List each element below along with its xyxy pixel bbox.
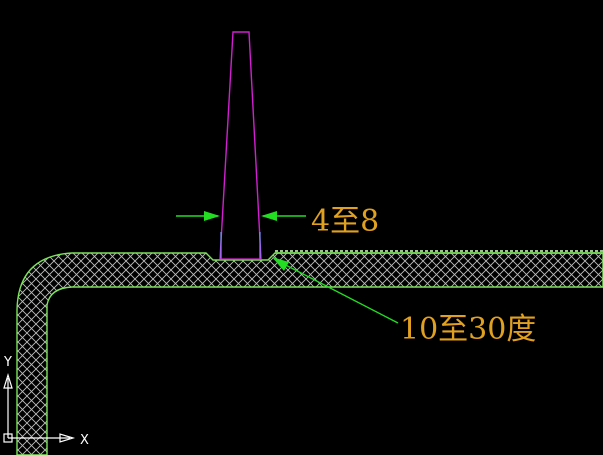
angle-leader-line: [273, 258, 399, 324]
angle-dimension-label: 10至30度: [400, 312, 536, 347]
width-dimension-label: 4至8: [311, 204, 379, 239]
width-dim-left-arrowhead: [204, 211, 220, 221]
ucs-axis-icon: [3, 372, 76, 443]
shell-wall-section: [16, 252, 603, 455]
width-dim-right-arrowhead: [261, 211, 277, 221]
rib-outline: [219, 31, 262, 260]
axis-y-label: Y: [3, 355, 12, 370]
axis-x-label: X: [80, 433, 89, 448]
angle-leader-arrowhead: [272, 257, 289, 271]
